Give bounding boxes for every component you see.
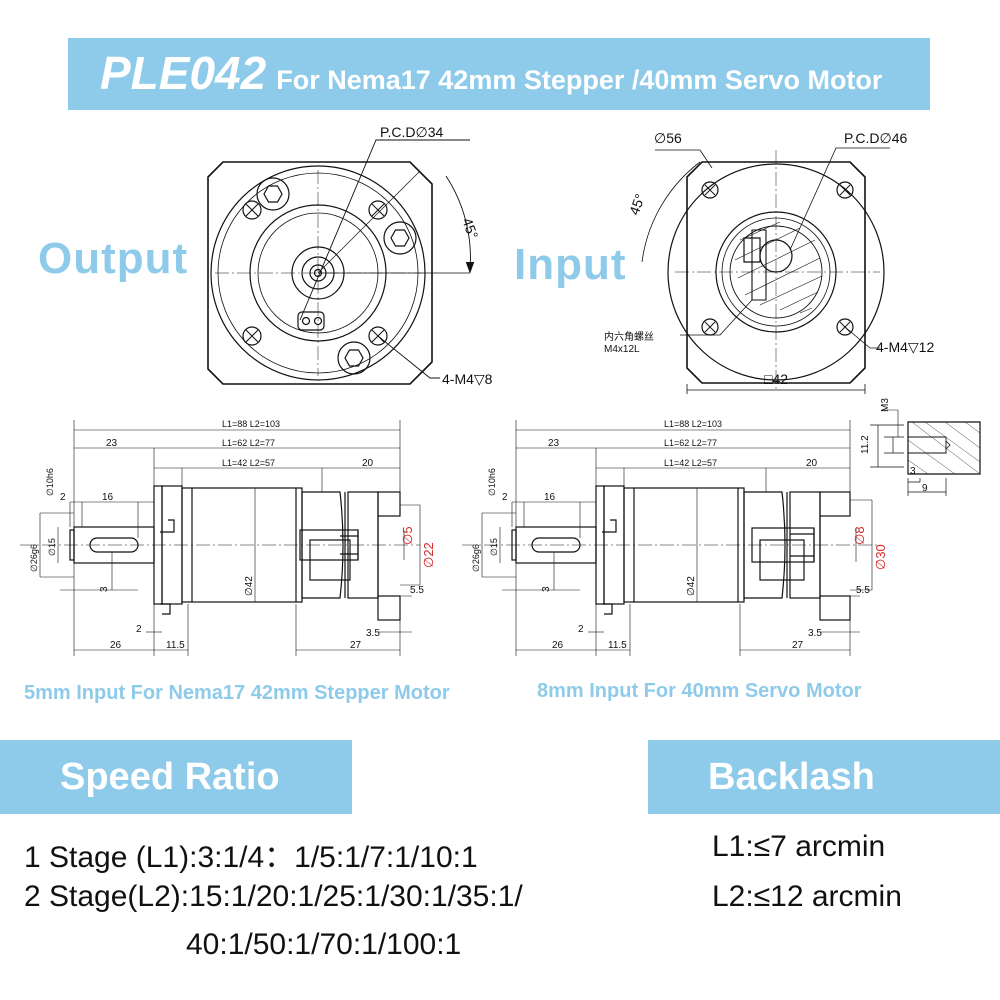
input-square-label: □42 bbox=[764, 371, 788, 387]
model-name: PLE042 bbox=[100, 47, 267, 99]
left-l1-42-label: L1=42 L2=57 bbox=[222, 458, 275, 468]
right-26-label: 26 bbox=[552, 640, 564, 651]
right-l1-88-label: L1=88 L2=103 bbox=[664, 419, 722, 429]
input-angle-label: 45° bbox=[626, 192, 648, 217]
output-pcd-label: P.C.D∅34 bbox=[380, 124, 444, 140]
right-5-5-label: 5.5 bbox=[856, 585, 870, 596]
left-l1-88-label: L1=88 L2=103 bbox=[222, 419, 280, 429]
backlash-l2: L2:≤12 arcmin bbox=[712, 880, 902, 913]
right-l1-42-label: L1=42 L2=57 bbox=[664, 458, 717, 468]
detail-b-label: 9 bbox=[922, 483, 928, 494]
right-bore-label: ∅8 bbox=[852, 526, 867, 545]
title-banner: PLE042 For Nema17 42mm Stepper /40mm Serv… bbox=[68, 38, 930, 110]
left-d26-label: ∅26g6 bbox=[29, 544, 39, 572]
right-l1-62-label: L1=62 L2=77 bbox=[664, 438, 717, 448]
right-23-label: 23 bbox=[548, 438, 560, 449]
left-5-5-label: 5.5 bbox=[410, 585, 424, 596]
right-16-label: 16 bbox=[544, 492, 556, 503]
right-3-5-label: 3.5 bbox=[808, 628, 822, 639]
right-2a-label: 2 bbox=[502, 492, 508, 503]
left-3-5-label: 3.5 bbox=[366, 628, 380, 639]
input-outer-diameter-label: ∅56 bbox=[654, 130, 682, 146]
left-bore-label: ∅5 bbox=[400, 526, 415, 545]
backlash-heading: Backlash bbox=[648, 740, 1000, 814]
side-view-left bbox=[20, 420, 421, 656]
input-label: Input bbox=[514, 240, 627, 289]
speed-ratio-heading: Speed Ratio bbox=[0, 740, 352, 814]
detail-a-label: 3 bbox=[910, 466, 916, 477]
right-d10-label: ∅10h6 bbox=[487, 468, 497, 496]
right-d26-label: ∅26g6 bbox=[471, 544, 481, 572]
output-angle-label: 45° bbox=[459, 216, 481, 241]
right-d15-label: ∅15 bbox=[489, 538, 499, 556]
input-screw-cn-label: 内六角螺丝 bbox=[604, 330, 654, 343]
banner-text: PLE042 For Nema17 42mm Stepper /40mm Serv… bbox=[100, 46, 882, 100]
side-view-right bbox=[462, 420, 880, 656]
stage2-ratios-continued: 40:1/50:1/70:1/100:1 bbox=[186, 928, 462, 961]
left-d42-label: ∅42 bbox=[244, 576, 255, 596]
input-screw-size-label: M4x12L bbox=[604, 344, 640, 355]
left-16-label: 16 bbox=[102, 492, 114, 503]
input-flange-view bbox=[641, 147, 890, 394]
right-27-label: 27 bbox=[792, 640, 804, 651]
right-3-label: 3 bbox=[541, 586, 552, 592]
left-27-label: 27 bbox=[350, 640, 362, 651]
left-l1-62-label: L1=62 L2=77 bbox=[222, 438, 275, 448]
left-3-label: 3 bbox=[99, 586, 110, 592]
left-23-label: 23 bbox=[106, 438, 118, 449]
output-thread-label: 4-M4▽8 bbox=[442, 371, 493, 387]
left-11-5-label: 11.5 bbox=[166, 640, 185, 651]
right-2b-label: 2 bbox=[578, 624, 584, 635]
stage2-ratios: 2 Stage(L2):15:1/20:1/25:1/30:1/35:1/ bbox=[24, 880, 523, 913]
output-flange-view bbox=[207, 139, 475, 385]
banner-subtitle: For Nema17 42mm Stepper /40mm Servo Moto… bbox=[276, 65, 883, 95]
left-caption: 5mm Input For Nema17 42mm Stepper Motor bbox=[24, 682, 450, 704]
left-d15-label: ∅15 bbox=[47, 538, 57, 556]
right-pilot-label: ∅30 bbox=[873, 544, 888, 570]
output-label: Output bbox=[38, 234, 189, 283]
detail-m3-label: M3 bbox=[880, 398, 891, 412]
right-d42-label: ∅42 bbox=[686, 576, 697, 596]
input-pcd-label: P.C.D∅46 bbox=[844, 130, 908, 146]
detail-height-label: 11.2 bbox=[860, 435, 871, 454]
left-d10-label: ∅10h6 bbox=[45, 468, 55, 496]
left-2b-label: 2 bbox=[136, 624, 142, 635]
left-26-label: 26 bbox=[110, 640, 122, 651]
right-11-5-label: 11.5 bbox=[608, 640, 627, 651]
backlash-l1: L1:≤7 arcmin bbox=[712, 830, 886, 863]
left-20-label: 20 bbox=[362, 458, 374, 469]
right-caption: 8mm Input For 40mm Servo Motor bbox=[537, 680, 862, 702]
right-20-label: 20 bbox=[806, 458, 818, 469]
m3-detail-drawing bbox=[870, 409, 981, 496]
left-pilot-label: ∅22 bbox=[421, 542, 436, 568]
stage1-ratios: 1 Stage (L1):3:1/4：1/5:1/7:1/10:1 bbox=[24, 841, 478, 874]
left-2a-label: 2 bbox=[60, 492, 66, 503]
input-thread-label: 4-M4▽12 bbox=[876, 339, 934, 355]
